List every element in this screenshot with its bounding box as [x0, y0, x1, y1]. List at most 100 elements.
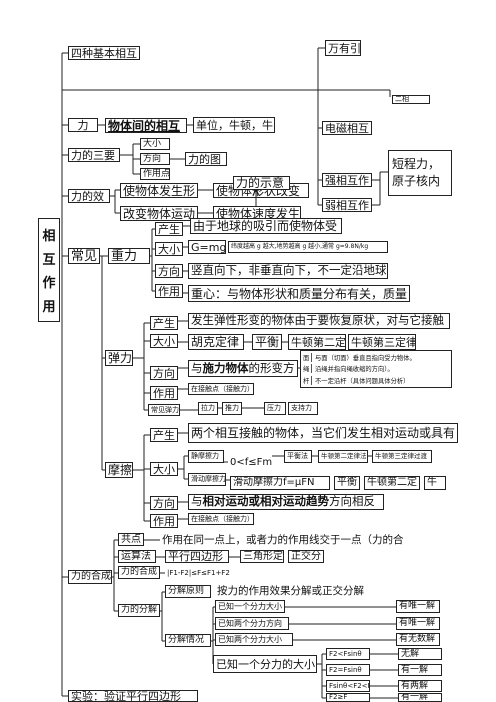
connector-line	[252, 189, 257, 196]
friction-cause: 两个相互接触的物体，当它们发生相对运动或具有	[188, 423, 458, 443]
newton-third-method: 牛顿第三定律	[348, 334, 416, 350]
combine-label: 力的合成	[118, 566, 160, 579]
direction-emphasis: 施力物体	[202, 360, 249, 375]
direction-prefix: 与	[191, 360, 203, 375]
pressure-kind: 压力	[264, 402, 286, 415]
special-condition: Fsinθ<F2<F	[326, 680, 370, 692]
case-result: 有唯一解	[396, 617, 440, 630]
special-result: 有一解	[398, 693, 442, 702]
force-definition: 物体间的相互	[105, 118, 187, 133]
friction-direction: 与相对运动或相对运动趋势方向相反	[188, 494, 384, 510]
rule-label: 运算法	[118, 550, 156, 563]
combine-range: |F1-F2|≤F≤F1+F2	[167, 568, 230, 577]
force-unit: 单位，牛顿，牛	[193, 117, 275, 133]
special-result: 无解	[398, 648, 442, 660]
force-effects-node: 力的效	[68, 189, 110, 203]
elastic-direction-cases: 面与面（切面）垂直且指向受力物体。 绳沿绳并指向绳收缩的方向）。 杆不一定沿杆（…	[300, 350, 452, 388]
force-diagram-node: 力的图	[185, 152, 227, 166]
weak-interaction-node: 弱相互作	[322, 198, 372, 212]
friction-node: 摩擦	[105, 462, 133, 478]
force-node: 力	[68, 118, 98, 132]
case-given: 已知两个分力方向	[215, 617, 289, 630]
gravity-formula: G=mg	[188, 240, 226, 254]
direction-suffix: 的形变方	[248, 360, 295, 375]
effect-motion: 改变物体运动	[120, 206, 198, 221]
elastic-cause: 发生弹性形变的物体由于要恢复原状，对与它接触	[188, 313, 450, 329]
common-forces-node: 常见	[68, 248, 100, 264]
title-char: 相	[42, 229, 56, 245]
special-case-given: 已知一个分力的大小	[213, 655, 317, 673]
kinetic-newton-second-method: 牛顿第二定	[364, 476, 420, 490]
gravity-cause-label: 产生	[155, 222, 183, 236]
gravity-point-label: 作用	[155, 284, 183, 298]
friction-direction-label: 方向	[150, 496, 178, 510]
gravity-center: 重心：与物体形状和质量分布有关，质量	[188, 285, 410, 302]
friction-magnitude-label: 大小	[150, 462, 178, 476]
short-range-note: 短程力，原子核内	[388, 150, 452, 196]
clipped-node: 二相	[392, 95, 430, 104]
direction-suffix: 方向相反	[329, 494, 375, 509]
element-direction: 方向	[140, 153, 170, 165]
gravity-direction: 竖直向下，非垂直向下，不一定沿地球	[188, 263, 388, 279]
elastic-cause-label: 产生	[150, 316, 178, 330]
special-condition: F2<Fsinθ	[326, 648, 370, 660]
map-title: 相 互 作 用	[38, 218, 60, 322]
elastic-direction-label: 方向	[150, 366, 178, 380]
kinetic-friction-formula: 滑动摩擦力f=μFN	[230, 476, 330, 490]
friction-point: 在接触点（接触力）	[188, 513, 254, 525]
principle-label: 分解原则	[165, 585, 211, 598]
composition-node: 力的合成	[68, 570, 112, 584]
force-sketch-node: 力的示意	[233, 176, 290, 190]
friction-cause-label: 产生	[150, 428, 178, 442]
gravity-cause: 由于地球的吸引而使物体受	[190, 218, 342, 234]
elastic-point-label: 作用	[150, 386, 178, 400]
parallelogram-rule: 平行四边形	[165, 550, 229, 563]
balance-method: 平衡	[252, 334, 282, 350]
special-result: 有两解	[398, 680, 442, 692]
title-char: 作	[42, 276, 56, 292]
elastic-kinds-label: 常见弹力	[148, 404, 180, 416]
case-text: 沿绳并指向绳收缩的方向）。	[315, 366, 394, 374]
orthogonal-rule: 正交分	[288, 550, 324, 563]
element-point: 作用点	[140, 168, 170, 180]
concurrent-definition: 作用在同一点上，或者力的作用线交于一点（力的合	[162, 533, 404, 546]
static-friction-label: 静摩擦力	[188, 450, 224, 463]
tension-kind: 拉力	[198, 402, 218, 415]
push-kind: 推力	[222, 402, 242, 415]
resolve-label: 力的分解	[118, 604, 160, 617]
cases-label: 分解情况	[165, 634, 211, 647]
kinetic-newton-third-method: 牛	[424, 476, 446, 490]
concurrent-label: 共点	[118, 533, 144, 546]
case-given: 已知两个分力大小	[215, 633, 293, 646]
case-key: 面	[303, 353, 312, 363]
experiment-node: 实验：验证平行四边形	[68, 690, 198, 702]
gravity-formula-note: 纬度越高 g 越大,地势越高 g 越小,通常 g=9.8N/kg	[228, 241, 388, 253]
title-char: 用	[42, 299, 56, 315]
case-surface: 面与面（切面）垂直且指向受力物体。	[303, 353, 449, 363]
case-text: 不一定沿杆（具体问题具体分析）	[315, 377, 410, 385]
effect-deform: 使物体发生形	[120, 183, 198, 198]
elastic-point: 在接触点（接触力）	[188, 383, 254, 395]
support-kind: 支持力	[288, 402, 318, 415]
case-result: 有唯一解	[396, 600, 440, 613]
elastic-magnitude-label: 大小	[150, 334, 178, 348]
friction-point-label: 作用	[150, 514, 178, 528]
special-condition: F2≥F	[326, 693, 370, 702]
three-elements-node: 力的三要	[68, 148, 120, 162]
gravity-magnitude-label: 大小	[155, 242, 183, 256]
strong-interaction-node: 强相互作	[322, 173, 372, 187]
static-newton-second-method: 牛顿第二定律法	[318, 450, 368, 463]
kinetic-friction-label: 滑动摩擦力	[188, 473, 226, 486]
electromagnetic-node: 电磁相互	[322, 121, 372, 135]
static-newton-third-method: 牛顿第三定律过渡	[372, 450, 432, 463]
case-text: 与面（切面）垂直且指向受力物体。	[315, 355, 416, 363]
newton-second-method: 牛顿第二定	[288, 334, 346, 350]
direction-emphasis: 相对运动或相对运动趋势	[202, 494, 330, 509]
elastic-force-node: 弹力	[105, 350, 133, 366]
gravity-direction-label: 方向	[155, 264, 183, 278]
hooke-law: 胡克定律	[188, 334, 244, 350]
kinetic-balance-method: 平衡	[334, 476, 360, 490]
static-friction-range: 0<f≤Fm	[230, 456, 272, 468]
principle-text: 按力的作用效果分解或正交分解	[217, 585, 364, 598]
